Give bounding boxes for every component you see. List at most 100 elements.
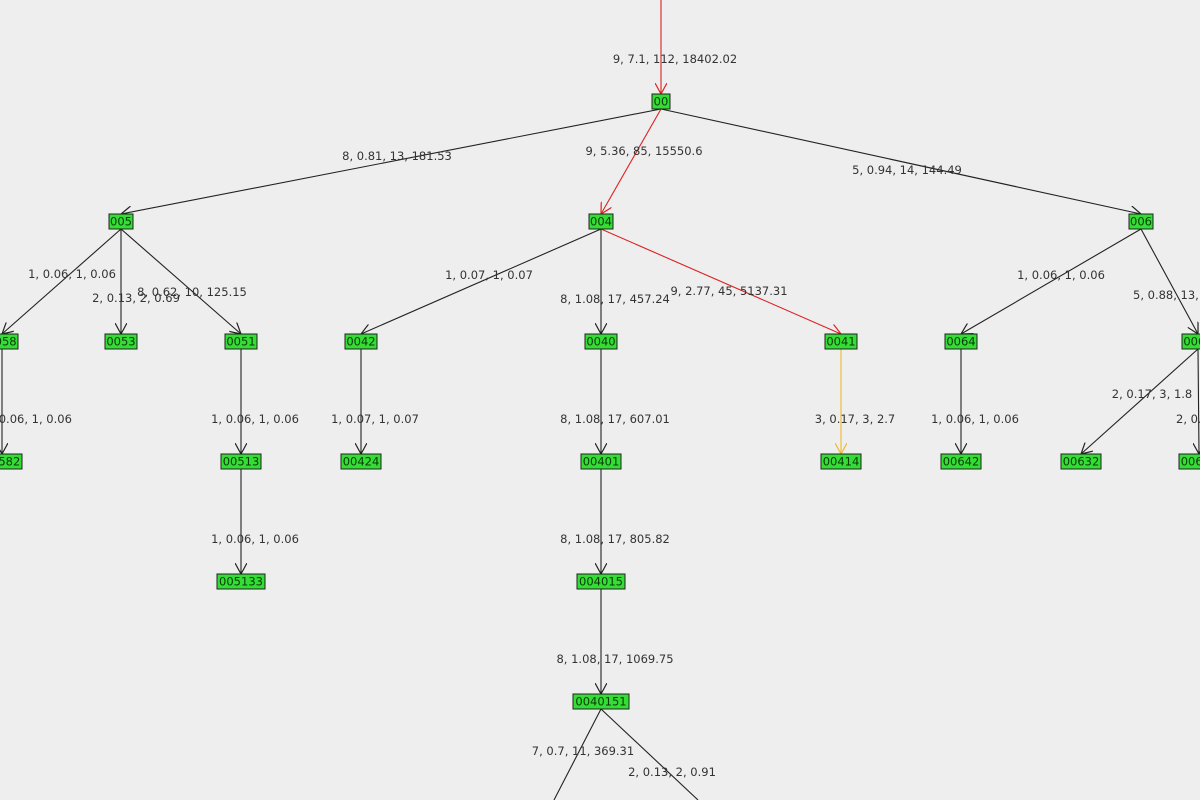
node-0041[interactable]: 0041 (824, 333, 858, 350)
node-0053[interactable]: 0053 (104, 333, 138, 350)
node-box[interactable] (651, 93, 671, 110)
node-box[interactable] (1178, 453, 1200, 470)
edge-label: 1, 0.06, 1, 0.06 (1017, 268, 1105, 282)
node-0042[interactable]: 0042 (344, 333, 378, 350)
node-label: 0063 (1183, 335, 1200, 349)
node-label: 00631 (1181, 455, 1200, 469)
node-box[interactable] (584, 333, 618, 350)
node-00632[interactable]: 00632 (1060, 453, 1102, 470)
edge-label: 5, 0.88, 13, 1 (1133, 288, 1200, 302)
edge-label: 1, 0.07, 1, 0.07 (331, 412, 419, 426)
edge-0063-00631 (1198, 348, 1199, 454)
edge-005-0058 (2, 228, 122, 334)
node-box[interactable] (820, 453, 862, 470)
edge-label: 1, 0.06, 1, 0.06 (211, 532, 299, 546)
node-label: 0064 (946, 335, 975, 349)
edge-label: 8, 1.08, 17, 607.01 (560, 412, 670, 426)
node-box[interactable] (824, 333, 858, 350)
edge-label: 2, 0.17, 3, 1.8 (1112, 387, 1192, 401)
node-box[interactable] (576, 573, 626, 590)
node-label: 004 (590, 215, 612, 229)
node-00424[interactable]: 00424 (340, 453, 382, 470)
node-00[interactable]: 00 (651, 93, 671, 110)
node-label: 00632 (1063, 455, 1100, 469)
node-label: 0041 (826, 335, 855, 349)
node-box[interactable] (0, 453, 23, 470)
node-box[interactable] (944, 333, 978, 350)
node-label: 00401 (583, 455, 620, 469)
edge-label: 2, 0. (1176, 412, 1200, 426)
node-label: 00 (654, 95, 669, 109)
node-box[interactable] (588, 213, 614, 230)
node-00631[interactable]: 00631 (1178, 453, 1200, 470)
node-0040151[interactable]: 0040151 (572, 693, 630, 710)
node-0063[interactable]: 0063 (1181, 333, 1200, 350)
node-box[interactable] (940, 453, 982, 470)
node-box[interactable] (220, 453, 262, 470)
edge-label: 9, 5.36, 85, 15550.6 (585, 144, 702, 158)
node-00513[interactable]: 00513 (220, 453, 262, 470)
node-box[interactable] (340, 453, 382, 470)
edge-004-0041 (600, 228, 841, 334)
edge-label: 8, 1.08, 17, 457.24 (560, 292, 670, 306)
edge-label: 9, 2.77, 45, 5137.31 (670, 284, 787, 298)
edge-label: 8, 0.62, 10, 125.15 (137, 285, 247, 299)
edge-label: 7, 0.7, 11, 369.31 (532, 744, 634, 758)
node-0040[interactable]: 0040 (584, 333, 618, 350)
node-00642[interactable]: 00642 (940, 453, 982, 470)
node-004015[interactable]: 004015 (576, 573, 626, 590)
edge-0040151-b (600, 708, 699, 800)
edge-label: 3, 0.17, 3, 2.7 (815, 412, 895, 426)
edge-label: 9, 7.1, 112, 18402.02 (613, 52, 737, 66)
node-0051[interactable]: 0051 (224, 333, 258, 350)
edge-006-0064 (961, 228, 1142, 334)
edge-00-006 (660, 108, 1141, 214)
edge-0040151-a (553, 708, 602, 800)
edge-label: 8, 1.08, 17, 805.82 (560, 532, 670, 546)
node-box[interactable] (1060, 453, 1102, 470)
edge-00-004 (601, 108, 662, 214)
edge-label: 1, 0.06, 1, 0.06 (0, 412, 72, 426)
node-box[interactable] (344, 333, 378, 350)
edge-label: 1, 0.06, 1, 0.06 (28, 267, 116, 281)
node-005133[interactable]: 005133 (216, 573, 266, 590)
node-label: 005133 (219, 575, 263, 589)
node-label: 0040 (586, 335, 615, 349)
node-box[interactable] (104, 333, 138, 350)
edge-label: 8, 0.81, 13, 181.53 (342, 149, 452, 163)
node-004[interactable]: 004 (588, 213, 614, 230)
node-005[interactable]: 005 (108, 213, 134, 230)
node-box[interactable] (572, 693, 630, 710)
edge-label: 1, 0.06, 1, 0.06 (211, 412, 299, 426)
node-label: 00642 (943, 455, 980, 469)
edge-004-0042 (361, 228, 602, 334)
node-label: 004015 (579, 575, 623, 589)
edge-006-0063 (1140, 228, 1198, 334)
node-00414[interactable]: 00414 (820, 453, 862, 470)
node-label: 0053 (106, 335, 135, 349)
node-box[interactable] (108, 213, 134, 230)
node-box[interactable] (216, 573, 266, 590)
node-box[interactable] (224, 333, 258, 350)
node-box[interactable] (1181, 333, 1200, 350)
node-box[interactable] (1128, 213, 1154, 230)
node-label: 0040151 (575, 695, 626, 709)
edge-label: 1, 0.07, 1, 0.07 (445, 268, 533, 282)
node-006[interactable]: 006 (1128, 213, 1154, 230)
edge-0063-00632 (1081, 348, 1199, 454)
edge-005-0051 (120, 228, 241, 334)
node-box[interactable] (580, 453, 622, 470)
node-label: 006 (1130, 215, 1152, 229)
node-0064[interactable]: 0064 (944, 333, 978, 350)
node-00401[interactable]: 00401 (580, 453, 622, 470)
edge-label: 2, 0.13, 2, 0.91 (628, 765, 716, 779)
node-box[interactable] (0, 333, 19, 350)
node-label: 005 (110, 215, 132, 229)
edge-label: 8, 1.08, 17, 1069.75 (556, 652, 673, 666)
node-label: 00424 (343, 455, 380, 469)
